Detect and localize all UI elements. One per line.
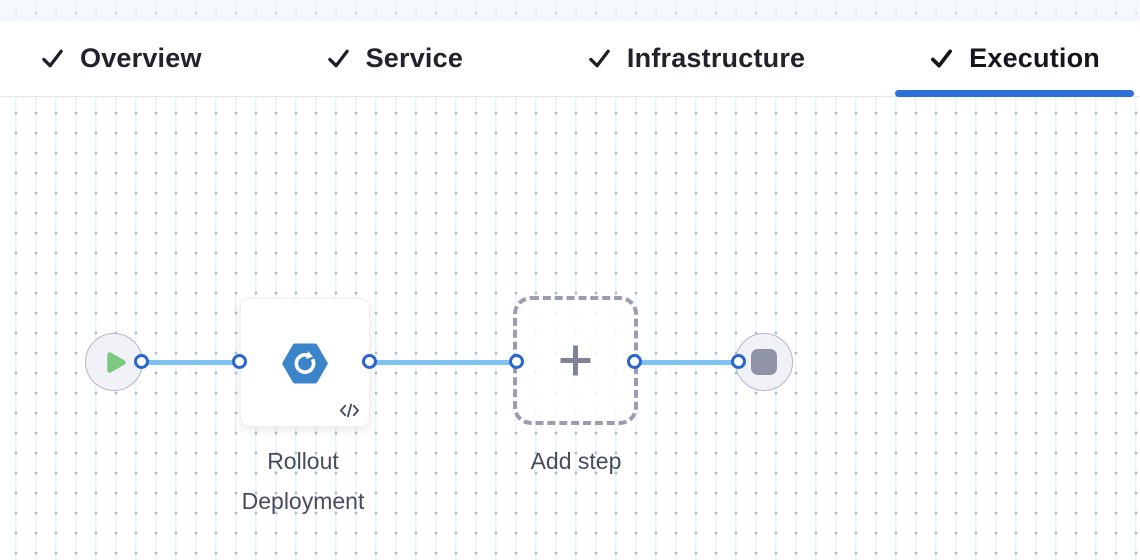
tab-service[interactable]: Service bbox=[292, 21, 497, 96]
check-icon bbox=[327, 49, 349, 68]
connector-dot bbox=[509, 354, 524, 369]
top-strip bbox=[0, 0, 1140, 21]
tab-infrastructure[interactable]: Infrastructure bbox=[553, 21, 839, 96]
tab-label: Execution bbox=[969, 43, 1100, 73]
play-icon bbox=[106, 351, 126, 373]
add-step-label: Add step bbox=[530, 448, 622, 474]
check-icon bbox=[42, 49, 63, 68]
connector-dot bbox=[134, 354, 149, 369]
add-step-node[interactable] bbox=[513, 296, 638, 425]
tab-label: Overview bbox=[80, 43, 202, 73]
step-label: Rollout Deployment bbox=[241, 448, 365, 514]
rollout-hexagon-icon bbox=[282, 343, 328, 384]
connector-line bbox=[635, 360, 739, 365]
connector-dot bbox=[731, 354, 746, 369]
pipeline-start-node[interactable] bbox=[85, 333, 143, 391]
check-icon bbox=[931, 49, 953, 68]
code-template-icon[interactable] bbox=[339, 403, 360, 418]
connector-dot bbox=[627, 354, 642, 369]
stop-icon bbox=[751, 349, 777, 375]
step-node-rollout-deployment[interactable] bbox=[240, 298, 370, 427]
stage-tabbar: Overview Service Infrastructure Executio… bbox=[0, 21, 1140, 97]
check-icon bbox=[589, 49, 610, 68]
tab-label: Infrastructure bbox=[626, 43, 806, 73]
connector-dot bbox=[232, 354, 247, 369]
tab-overview[interactable]: Overview bbox=[6, 21, 236, 96]
plus-icon bbox=[560, 345, 591, 376]
connector-line bbox=[370, 360, 517, 365]
tab-execution[interactable]: Execution bbox=[895, 21, 1134, 97]
connector-line bbox=[142, 360, 240, 365]
tab-label: Service bbox=[365, 43, 464, 73]
connector-dot bbox=[362, 354, 377, 369]
